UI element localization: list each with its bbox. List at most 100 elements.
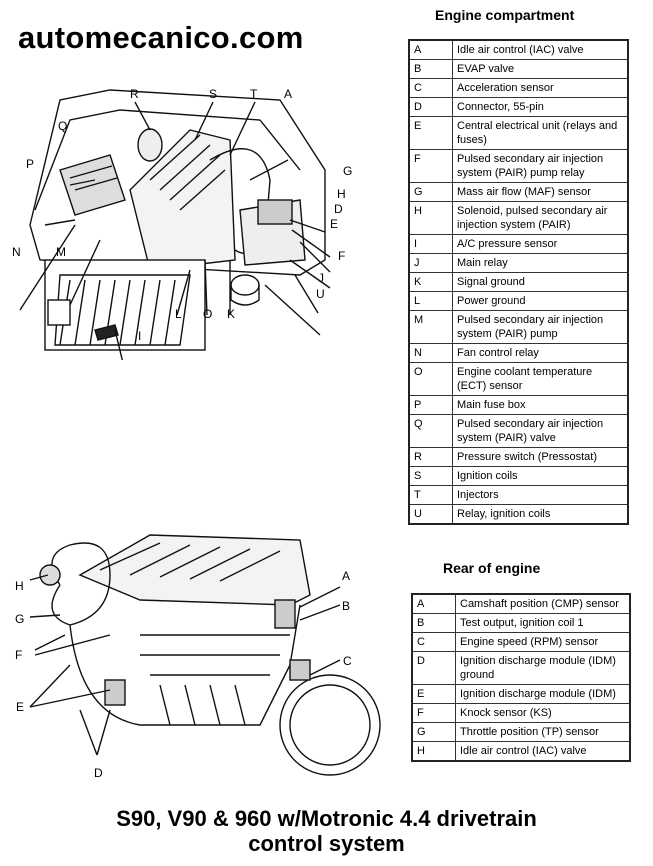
- legend-label: Idle air control (IAC) valve: [452, 39, 629, 60]
- legend-code: P: [408, 395, 453, 415]
- diagram-callout-label: N: [12, 245, 21, 259]
- legend-label: Connector, 55-pin: [452, 97, 629, 117]
- diagram-callout-label: T: [250, 87, 258, 101]
- legend-code: O: [408, 362, 453, 396]
- legend-code: G: [408, 182, 453, 202]
- legend-label: Signal ground: [452, 272, 629, 292]
- legend-label: Power ground: [452, 291, 629, 311]
- legend-code: B: [411, 613, 456, 633]
- diagram-callout-label: P: [26, 157, 34, 171]
- diagram-callout-label: E: [16, 700, 24, 714]
- diagram-callout-label: G: [15, 612, 24, 626]
- legend-label: Knock sensor (KS): [455, 703, 631, 723]
- legend-label: Ignition coils: [452, 466, 629, 486]
- legend-label: Test output, ignition coil 1: [455, 613, 631, 633]
- diagram-callout-label: H: [337, 187, 346, 201]
- legend-code: B: [408, 59, 453, 79]
- legend-label: Mass air flow (MAF) sensor: [452, 182, 629, 202]
- diagram-callout-label: S: [209, 87, 217, 101]
- legend-label: Idle air control (IAC) valve: [455, 741, 631, 762]
- legend-label: Pulsed secondary air injection system (P…: [452, 149, 629, 183]
- diagram-callout-label: U: [316, 287, 325, 301]
- diagram-callout-label: F: [338, 249, 345, 263]
- diagram-callout-label: E: [330, 217, 338, 231]
- legend-label: Solenoid, pulsed secondary air injection…: [452, 201, 629, 235]
- legend-code: L: [408, 291, 453, 311]
- legend-code: G: [411, 722, 456, 742]
- diagram-callout-label: K: [227, 307, 235, 321]
- legend-label: EVAP valve: [452, 59, 629, 79]
- legend-label: Pulsed secondary air injection system (P…: [452, 414, 629, 448]
- diagram-callout-label: Q: [58, 119, 67, 133]
- legend-label: Camshaft position (CMP) sensor: [455, 593, 631, 614]
- diagram-callout-label: B: [342, 599, 350, 613]
- diagram-callout-label: F: [15, 648, 22, 662]
- diagram-callout-label: O: [203, 307, 212, 321]
- legend-code: J: [408, 253, 453, 273]
- legend-code: M: [408, 310, 453, 344]
- legend-label: Fan control relay: [452, 343, 629, 363]
- legend-code: R: [408, 447, 453, 467]
- legend-label: Relay, ignition coils: [452, 504, 629, 525]
- diagram-callout-label: M: [56, 245, 66, 259]
- diagram-callout-label: D: [94, 766, 103, 780]
- legend-code: D: [411, 651, 456, 685]
- diagram-callout-label: G: [343, 164, 352, 178]
- legend-code: E: [408, 116, 453, 150]
- legend-code: F: [408, 149, 453, 183]
- legend-label: Throttle position (TP) sensor: [455, 722, 631, 742]
- diagram-callout-label: A: [342, 569, 350, 583]
- engine-compartment-title: Engine compartment: [435, 7, 575, 23]
- legend-code: E: [411, 684, 456, 704]
- legend-code: D: [408, 97, 453, 117]
- legend-code: H: [411, 741, 456, 762]
- figure-caption-line1: S90, V90 & 960 w/Motronic 4.4 drivetrain: [116, 806, 537, 831]
- site-watermark: automecanico.com: [18, 20, 304, 55]
- legend-label: Ignition discharge module (IDM) ground: [455, 651, 631, 685]
- diagram-callout-label: L: [175, 307, 182, 321]
- diagram-callout-label: D: [334, 202, 343, 216]
- legend-code: Q: [408, 414, 453, 448]
- legend-label: Pulsed secondary air injection system (P…: [452, 310, 629, 344]
- diagram-callout-label: R: [130, 87, 139, 101]
- diagram-callout-label: A: [284, 87, 292, 101]
- diagram-callout-label: J: [318, 271, 324, 285]
- legend-label: Central electrical unit (relays and fuse…: [452, 116, 629, 150]
- legend-label: Engine speed (RPM) sensor: [455, 632, 631, 652]
- legend-code: A: [411, 593, 456, 614]
- diagram-callout-label: I: [138, 329, 141, 343]
- legend-label: Injectors: [452, 485, 629, 505]
- legend-label: Main fuse box: [452, 395, 629, 415]
- rear-of-engine-title: Rear of engine: [443, 560, 541, 576]
- legend-label: Main relay: [452, 253, 629, 273]
- legend-code: A: [408, 39, 453, 60]
- figure-caption-line2: control system: [248, 831, 405, 856]
- diagram-callout-label: H: [15, 579, 24, 593]
- legend-code: T: [408, 485, 453, 505]
